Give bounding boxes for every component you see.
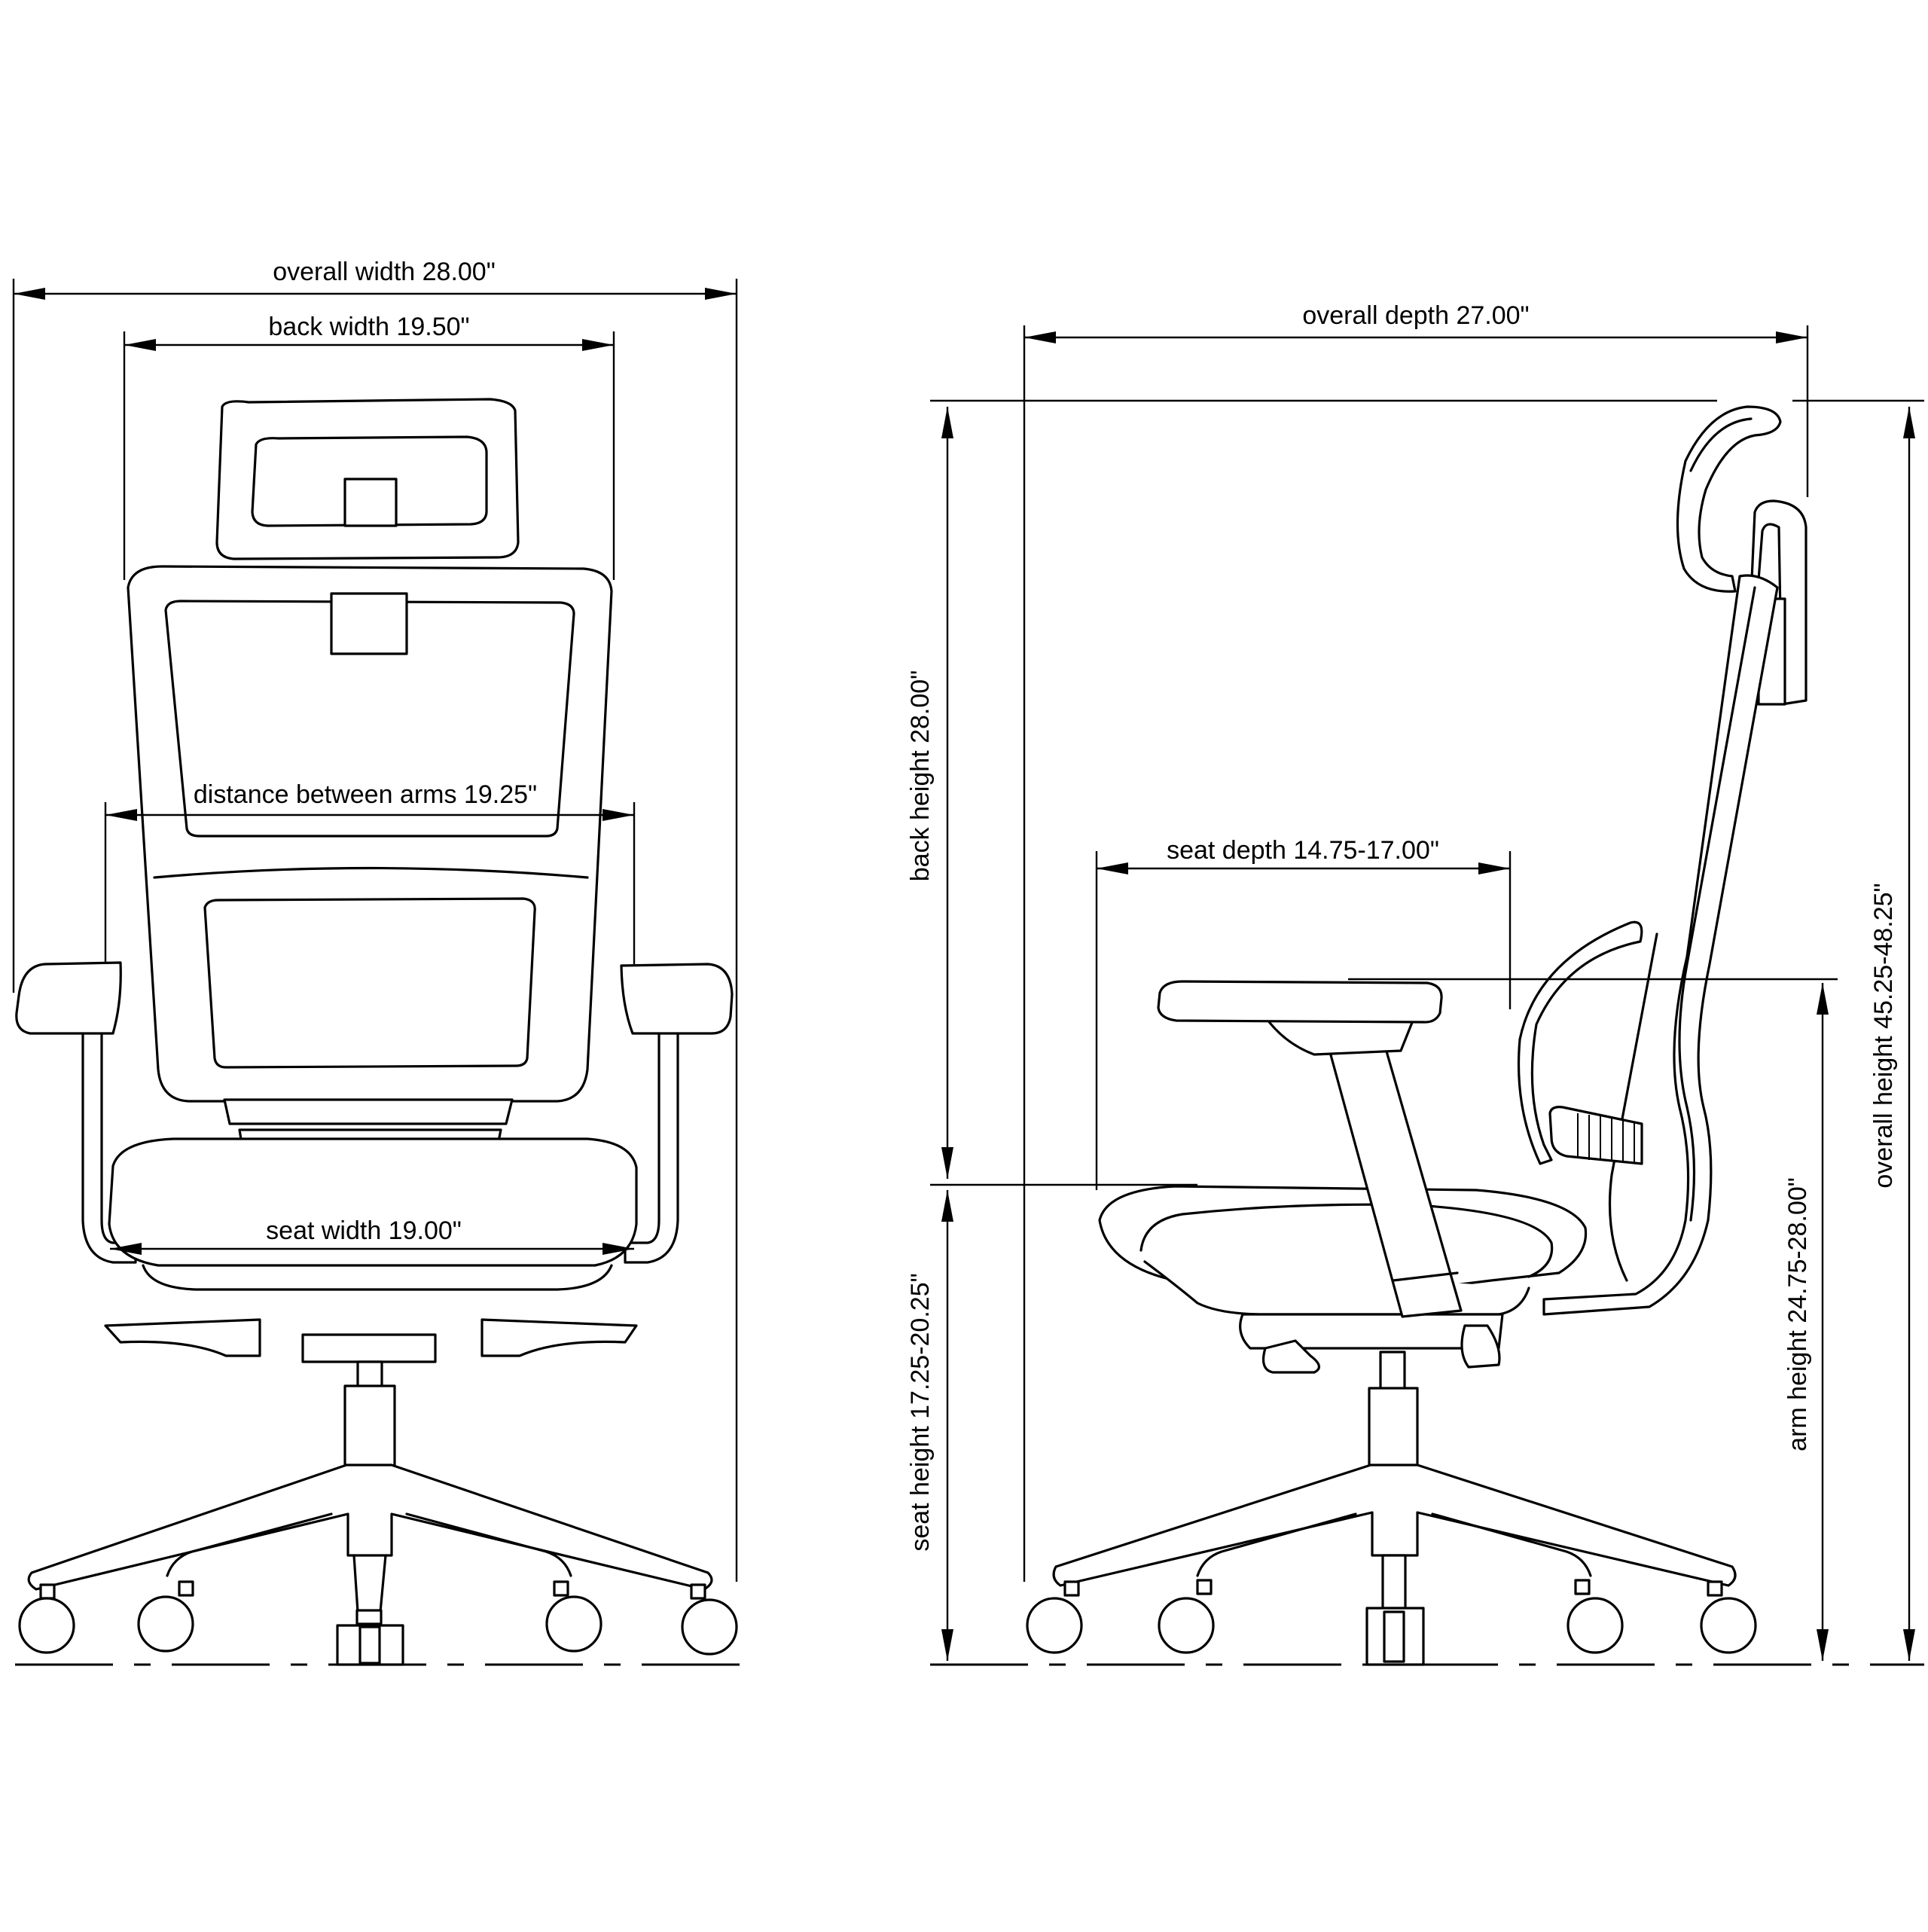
front-base-leg-detail-1 [166,1512,333,1577]
side-view-chair [930,405,1924,1666]
front-caster-1 [18,1583,75,1654]
side-caster-3 [1365,1554,1425,1666]
side-arm-cap [1264,1012,1417,1056]
front-gas-cap [356,1360,383,1390]
side-backrest-mesh-line [1608,932,1658,1282]
overall-width-label: overall width 28.00" [273,258,496,286]
side-seat-cushion [1098,1185,1588,1293]
seat-depth-label: seat depth 14.75-17.00" [1167,836,1439,865]
side-lumbar-ribs [1577,1113,1635,1163]
front-headrest-inner [251,435,488,527]
front-mech-plate [301,1333,437,1363]
front-back-adjuster [330,592,408,655]
side-backrest-spine-inner [1678,586,1756,1222]
front-gas-lift [343,1384,396,1470]
side-lever [1460,1324,1501,1369]
front-mech-left [104,1318,261,1357]
front-right-arm-support [624,1023,679,1264]
front-backrest-upper-mesh [164,600,575,838]
side-dimension-lines [930,325,1924,1661]
side-base-star [1052,1463,1737,1587]
side-caster-5 [1700,1580,1757,1654]
front-base-star [27,1463,713,1591]
front-backrest-lower-mesh [203,897,536,1069]
front-base-leg-detail-2 [405,1512,572,1577]
distance-between-arms-label: distance between arms 19.25" [194,780,537,809]
front-seat-cushion [108,1137,638,1267]
side-headrest-post [1750,499,1808,706]
back-height-label: back height 28.00" [906,670,935,882]
back-width-label: back width 19.50" [268,313,469,341]
side-base-leg-detail-1 [1196,1512,1357,1577]
side-backrest-spine [1542,574,1779,1316]
front-backrest-divider [153,866,589,879]
front-lumbar-bar [223,1098,514,1125]
side-arm-post-joint [1392,1271,1459,1282]
side-mechanism [1239,1313,1504,1350]
front-left-armrest [15,961,122,1035]
overall-depth-label: overall depth 27.00" [1302,301,1529,330]
side-lumbar-pad [1548,1106,1643,1165]
side-tension-knob [1262,1339,1320,1374]
front-seat-pan [142,1264,613,1291]
front-caster-3 [336,1609,404,1666]
front-caster-2 [137,1580,194,1653]
side-headrest [1676,405,1782,593]
front-view-chair [15,398,753,1666]
side-headrest-inner [1689,417,1753,472]
side-caster-1 [1026,1580,1083,1654]
side-armrest-pad [1157,980,1443,1024]
front-caster-5 [681,1583,738,1656]
seat-height-label: seat height 17.25-20.25" [906,1273,935,1551]
front-mech-right [480,1318,638,1357]
seat-width-label: seat width 19.00" [266,1216,462,1245]
front-right-armrest [620,963,734,1035]
front-left-arm-support [81,1023,137,1264]
side-caster-2 [1158,1579,1215,1654]
front-backrest-frame [127,565,613,1103]
side-back-loop [1517,920,1643,1165]
side-caster-4 [1566,1579,1624,1654]
overall-height-label: overall height 45.25-48.25" [1869,883,1898,1188]
side-gas-lift [1368,1387,1419,1469]
side-base-leg-detail-2 [1431,1512,1592,1577]
side-gas-cap [1379,1351,1406,1391]
front-caster-4 [545,1580,602,1653]
front-dimension-lines [12,279,738,1582]
front-headrest-post [343,478,398,527]
front-base-center-leg [352,1554,387,1613]
arm-height-label: arm height 24.75-28.00" [1783,1177,1812,1451]
